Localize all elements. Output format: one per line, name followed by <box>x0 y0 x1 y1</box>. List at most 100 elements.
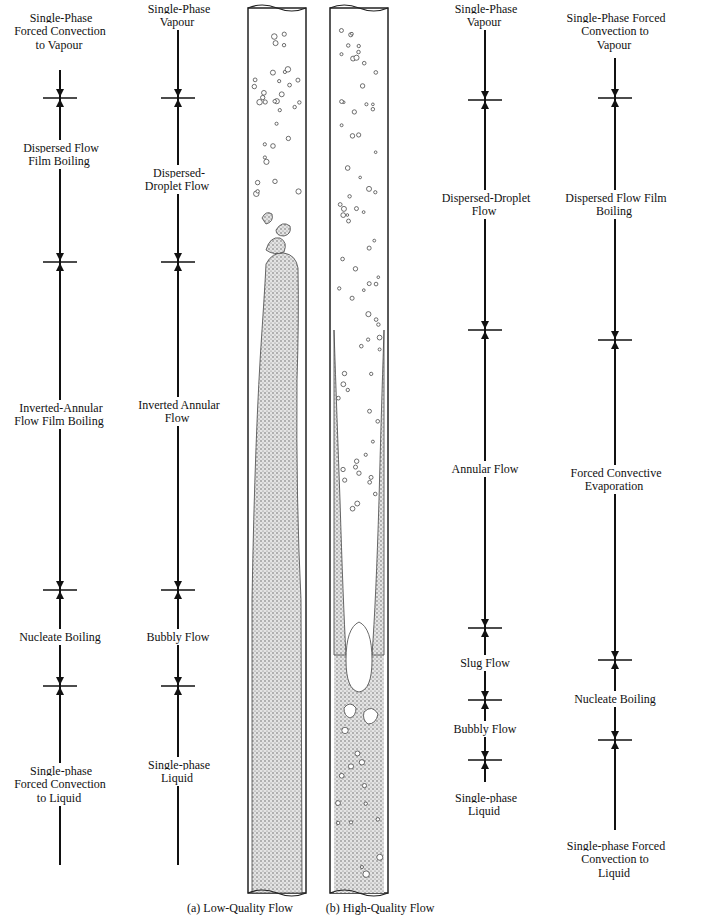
droplet <box>371 440 374 443</box>
arrowhead <box>611 731 619 739</box>
droplet <box>273 100 277 104</box>
droplet <box>355 501 360 506</box>
droplet <box>370 372 373 375</box>
label-text: Inverted Annular Flow <box>136 397 220 426</box>
droplet <box>253 78 257 82</box>
droplet <box>354 459 358 463</box>
droplet <box>357 133 361 137</box>
droplet <box>354 207 358 211</box>
tick <box>598 97 632 99</box>
droplet <box>373 239 376 242</box>
tick <box>161 261 195 263</box>
droplet <box>273 41 278 46</box>
tick <box>598 339 632 341</box>
droplet <box>279 92 284 97</box>
region-label: Single-phase Liquid <box>133 759 223 785</box>
arrowhead <box>481 691 489 699</box>
tick <box>43 97 77 99</box>
arrowhead <box>56 677 64 685</box>
label-text: Dispersed Flow Film Boiling <box>21 140 99 169</box>
label-text: (a) Low-Quality Flow <box>185 900 295 916</box>
region-label: Inverted Annular Flow <box>133 399 223 425</box>
droplet <box>273 179 277 183</box>
label-text: Slug Flow <box>458 655 512 671</box>
arrowhead <box>611 331 619 339</box>
droplet <box>336 801 341 806</box>
region-label: Single-Phase Forced Convection to Vapour <box>563 12 667 52</box>
arrowhead <box>481 761 489 769</box>
droplet <box>278 80 281 83</box>
caption-text: (a) Low-Quality Flow <box>170 902 310 915</box>
region-label: Dispersed-Droplet Flow <box>133 167 223 193</box>
droplet <box>255 180 259 184</box>
droplet <box>360 84 364 88</box>
tick <box>468 329 502 331</box>
region-label: Single-Phase Vapour <box>437 3 533 29</box>
droplet <box>359 760 364 765</box>
label-text: Single-Phase Vapour <box>146 1 211 30</box>
tube-b <box>330 5 388 896</box>
droplet <box>271 144 276 149</box>
tick <box>161 685 195 687</box>
droplet <box>342 371 346 375</box>
region-label: Bubbly Flow <box>133 631 223 644</box>
tick <box>468 627 502 629</box>
scale-line <box>59 70 61 865</box>
droplet <box>369 475 373 479</box>
arrowhead <box>56 253 64 261</box>
droplet <box>341 213 346 218</box>
region-scale <box>43 70 77 865</box>
droplet <box>348 764 353 769</box>
droplet <box>374 318 378 322</box>
arrowhead <box>611 661 619 669</box>
droplet <box>296 78 300 82</box>
droplet <box>272 34 278 40</box>
droplet <box>288 83 292 87</box>
droplet <box>374 191 377 194</box>
droplet <box>366 312 371 317</box>
label-text: Nucleate Boiling <box>572 691 658 707</box>
droplet <box>349 33 353 37</box>
label-text: Annular Flow <box>450 461 521 477</box>
region-label: Single-phase Forced Convection to Liquid <box>10 765 110 805</box>
arrowhead <box>174 89 182 97</box>
droplet <box>293 105 296 108</box>
droplet <box>347 219 351 223</box>
arrowhead <box>174 253 182 261</box>
label-text: Inverted-Annular Flow Film Boiling <box>14 400 105 429</box>
droplet <box>298 101 301 104</box>
droplet <box>351 32 354 35</box>
droplet <box>363 871 369 877</box>
droplet <box>345 166 350 171</box>
arrowhead <box>56 99 64 107</box>
droplet <box>270 70 275 75</box>
droplet <box>282 32 286 36</box>
arrowhead <box>481 91 489 99</box>
droplet <box>349 821 352 824</box>
droplet <box>263 143 266 146</box>
droplet <box>346 388 349 391</box>
caption-text: (b) High-Quality Flow <box>310 902 450 915</box>
region-label: Single-phase Forced Convection to Liquid <box>563 840 667 880</box>
arrowhead <box>174 99 182 107</box>
droplet <box>256 190 259 193</box>
arrowhead <box>481 751 489 759</box>
label-text: Forced Convective Evaporation <box>569 465 662 494</box>
droplet <box>343 478 347 482</box>
droplet <box>353 267 357 271</box>
label-text: Single-Phase Forced Convection to Vapour <box>14 10 106 52</box>
label-text: Dispersed-Droplet Flow <box>145 165 211 194</box>
droplet <box>360 866 363 869</box>
droplet <box>341 257 345 261</box>
droplet <box>372 103 375 106</box>
label-text: Single-Phase Vapour <box>453 1 518 30</box>
droplet <box>346 44 350 48</box>
tick <box>161 589 195 591</box>
region-label: Nucleate Boiling <box>563 693 667 706</box>
droplet <box>366 338 369 341</box>
droplet <box>377 276 380 279</box>
droplet <box>371 107 374 110</box>
region-scale <box>161 28 195 865</box>
droplet <box>263 156 266 159</box>
